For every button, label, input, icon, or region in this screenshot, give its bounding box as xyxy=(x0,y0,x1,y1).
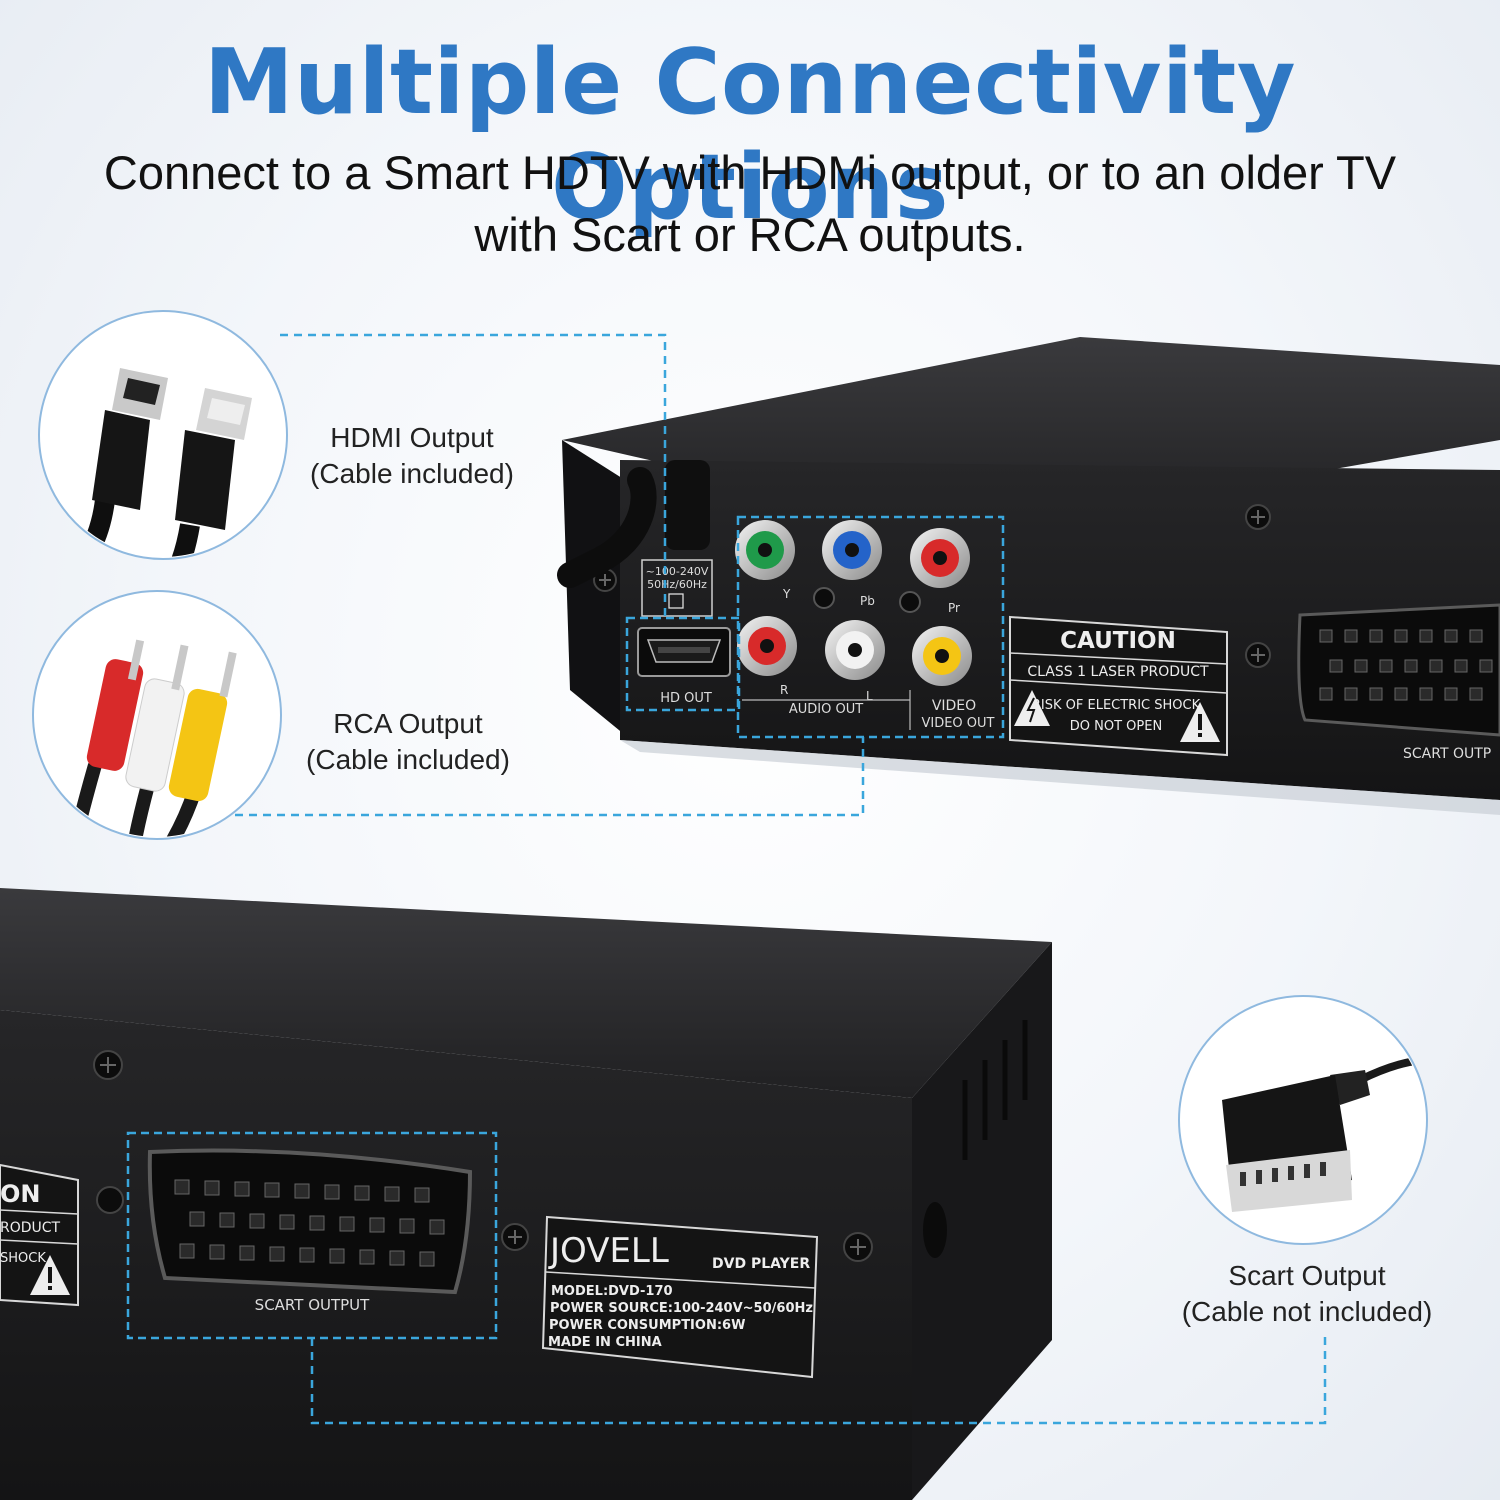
power-rating-line1: ~100-240V xyxy=(646,565,709,578)
caution-do-not-open: DO NOT OPEN xyxy=(1070,719,1162,734)
screw xyxy=(93,1050,123,1080)
screw xyxy=(501,1223,529,1251)
hdmi-cable-icon xyxy=(38,310,288,560)
screw xyxy=(96,1186,124,1214)
screw xyxy=(1245,504,1271,530)
hd-out-label: HD OUT xyxy=(660,691,712,706)
hdmi-port xyxy=(637,627,731,677)
scart-port-bottom xyxy=(147,1148,473,1295)
label-r: R xyxy=(780,683,788,697)
rca-callout-note: (Cable included) xyxy=(306,744,510,775)
scart-cable-icon xyxy=(1178,995,1428,1245)
page-title: Multiple Connectivity Options xyxy=(204,30,1296,240)
jack-pr-red xyxy=(910,528,970,588)
scart-callout-note: (Cable not included) xyxy=(1181,1296,1433,1327)
hdmi-callout-note: (Cable included) xyxy=(310,458,514,489)
caution-title: CAUTION xyxy=(1060,628,1176,654)
label-l: L xyxy=(866,689,873,703)
screw xyxy=(899,591,921,613)
warning-triangle-icon xyxy=(1180,702,1220,742)
rating-plate: JOVELL DVD PLAYER MODEL:DVD-170 POWER SO… xyxy=(541,1215,819,1379)
product-type: DVD PLAYER xyxy=(712,1256,810,1272)
caution-class1: CLASS 1 LASER PRODUCT xyxy=(1027,664,1209,680)
model-number: MODEL:DVD-170 xyxy=(551,1284,673,1299)
caution-partial-line1: RODUCT xyxy=(0,1220,61,1236)
warning-triangle-icon xyxy=(30,1255,70,1295)
scart-output-label-top: SCART OUTP xyxy=(1403,746,1491,762)
warning-triangle-icon xyxy=(1014,690,1050,726)
bottom-dvd-player: ON RODUCT SHOCK SCART OUTPUT JOVELL DVD … xyxy=(0,888,1052,1500)
scart-port-top xyxy=(1297,603,1500,737)
screw xyxy=(813,587,835,609)
caution-label: CAUTION CLASS 1 LASER PRODUCT RISK OF EL… xyxy=(1009,615,1228,757)
rca-callout: RCA Output (Cable included) xyxy=(278,706,538,778)
caution-partial-line2: SHOCK xyxy=(0,1251,46,1266)
label-video-out: VIDEO OUT xyxy=(921,716,994,731)
screw xyxy=(843,1232,873,1262)
power-source: POWER SOURCE:100-240V~50/60Hz xyxy=(550,1301,813,1316)
scart-callout: Scart Output (Cable not included) xyxy=(1167,1258,1447,1330)
screw xyxy=(1245,642,1271,668)
label-pr: Pr xyxy=(948,601,960,615)
label-video: VIDEO xyxy=(932,698,976,714)
jack-pb-blue xyxy=(822,520,882,580)
rca-callout-title: RCA Output xyxy=(333,708,483,739)
rca-cable-icon xyxy=(32,590,282,840)
hdmi-callout-title: HDMI Output xyxy=(330,422,494,453)
caution-partial-title: ON xyxy=(0,1180,41,1208)
jack-video-yellow xyxy=(912,626,972,686)
caution-shock: RISK OF ELECTRIC SHOCK xyxy=(1032,698,1201,713)
label-pb: Pb xyxy=(860,594,875,608)
jack-y-green xyxy=(735,520,795,580)
hdmi-highlight-box xyxy=(625,616,741,712)
jack-audio-l-white xyxy=(825,620,885,680)
page-subtitle: Connect to a Smart HDTV with HDMi output… xyxy=(103,146,1397,261)
top-dvd-player: ~100-240V 50Hz/60Hz HD OUT Y Pb Pr R L V… xyxy=(557,337,1500,815)
brand-logo: JOVELL xyxy=(548,1231,669,1271)
power-rating-line2: 50Hz/60Hz xyxy=(647,578,707,591)
power-cord-strain-relief xyxy=(665,460,710,550)
scart-callout-title: Scart Output xyxy=(1228,1260,1386,1291)
label-audio-out: AUDIO OUT xyxy=(789,702,863,717)
jack-audio-r-red xyxy=(737,616,797,676)
connector-lines xyxy=(235,333,1327,1425)
made-in: MADE IN CHINA xyxy=(548,1335,662,1350)
scart-output-label-bottom: SCART OUTPUT xyxy=(255,1296,370,1314)
label-y: Y xyxy=(782,587,791,601)
hdmi-callout: HDMI Output (Cable included) xyxy=(282,420,542,492)
power-consumption: POWER CONSUMPTION:6W xyxy=(549,1318,745,1333)
